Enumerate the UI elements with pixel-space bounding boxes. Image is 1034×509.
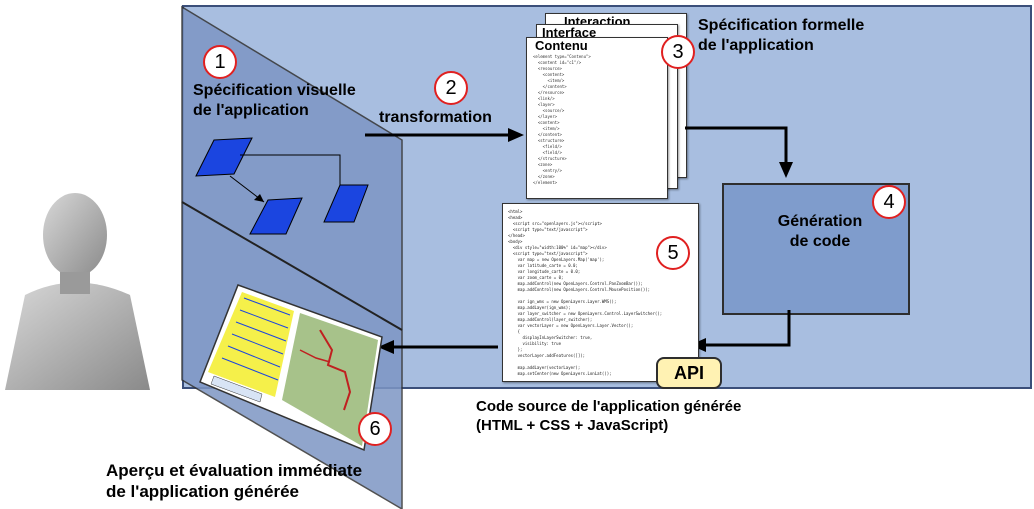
user-avatar-icon [5,193,150,390]
transformation-arrow [365,128,524,142]
step-1-number: 1 [203,45,237,79]
source-code-caption: Code source de l'application générée (HT… [476,398,742,434]
step-3-label: Spécification formelle de l'application [698,17,865,54]
doc-contenu: Contenu <element type="Contenu"> <conten… [526,37,668,199]
step-5-number: 5 [656,236,690,270]
step-6-number: 6 [358,412,392,446]
step-1-label: Spécification visuelle de l'application [193,82,356,119]
api-badge: API [656,357,722,389]
visual-spec-sketch [195,137,369,235]
arrow-to-codegen [685,126,793,178]
doc-contenu-title: Contenu [535,38,588,53]
step-4-label: Génération de code [777,213,863,250]
doc-interface-title: Interface [542,25,597,40]
step-2-label: transformation [379,109,492,126]
step-6-label: Aperçu et évaluation immédiate de l'appl… [106,461,363,502]
arrow-to-preview [378,340,498,354]
step-3-number: 3 [661,35,695,69]
source-code-text: <html> <head> <script src="openlayers.js… [508,209,663,376]
step-2-number: 2 [434,71,468,105]
doc-contenu-code: <element type="Contenu"> <content id="c1… [533,54,591,185]
api-label: API [673,363,704,383]
source-code-document: <html> <head> <script src="openlayers.js… [502,203,699,382]
step-4-number: 4 [872,185,906,219]
